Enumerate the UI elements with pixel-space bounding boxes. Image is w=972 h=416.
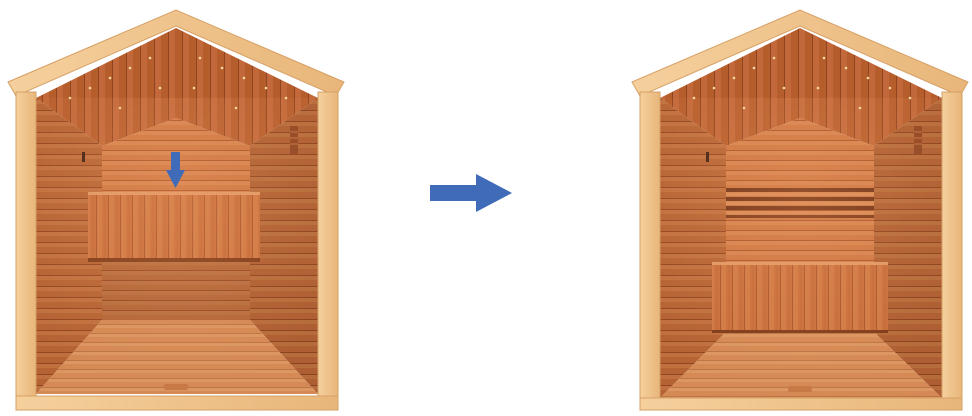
base-frame [16,396,338,410]
sauna-after [632,10,968,410]
right-post [942,92,962,410]
base-frame [640,398,962,410]
right-arrow-icon [430,174,512,212]
sauna-before [8,10,344,410]
left-post [640,92,660,410]
right-post [318,92,338,410]
left-post [16,92,36,410]
